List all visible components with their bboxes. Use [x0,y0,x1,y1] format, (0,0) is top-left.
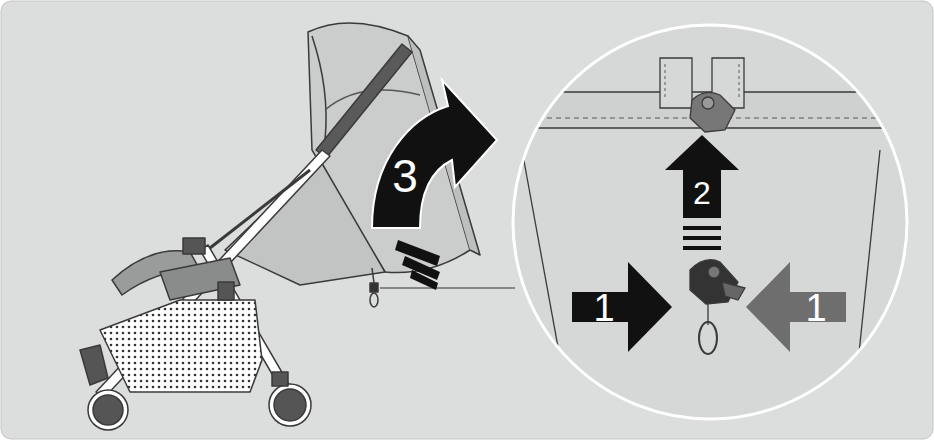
rotate-arrow [372,80,497,290]
detail-circle [500,25,920,440]
leader-line [380,287,515,288]
callout-number: 1 [805,289,826,327]
squeeze-arrows [572,262,846,352]
callout-number: 2 [693,177,711,209]
callout-number: 3 [392,153,418,199]
callout-number: 1 [593,289,614,327]
pull-up-arrow [665,135,739,250]
